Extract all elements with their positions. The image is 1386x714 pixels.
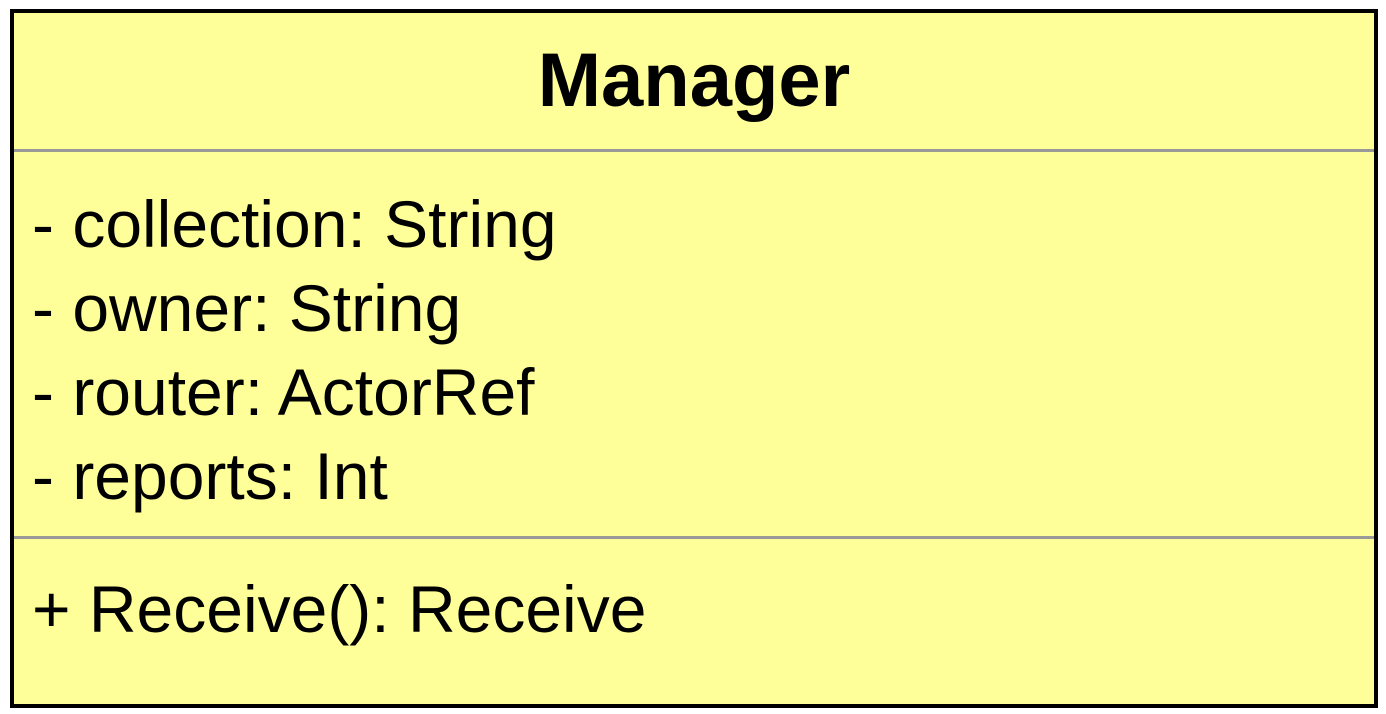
attribute-item: - owner: String	[32, 271, 462, 345]
class-name-compartment: Manager	[14, 13, 1374, 152]
attribute-item: - router: ActorRef	[32, 355, 535, 429]
uml-class-box[interactable]: Manager - collection: String - owner: St…	[10, 9, 1378, 708]
attribute-item: - collection: String	[32, 187, 557, 261]
operation-item: + Receive(): Receive	[32, 572, 647, 646]
attributes-compartment: - collection: String - owner: String - r…	[14, 152, 1374, 539]
attribute-item: - reports: Int	[32, 439, 388, 513]
class-name: Manager	[537, 37, 851, 123]
operations-compartment: + Receive(): Receive	[14, 539, 1374, 651]
